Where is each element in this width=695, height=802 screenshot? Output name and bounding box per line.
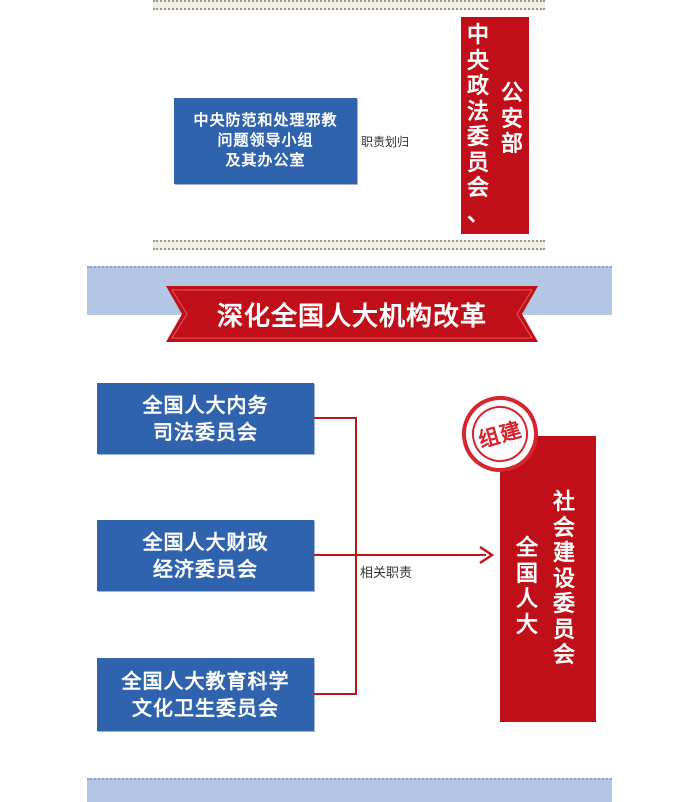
npc-char-2: 国 <box>516 561 539 587</box>
pl-char-2: 央 <box>467 48 490 74</box>
pl-char-8: 、 <box>467 201 490 227</box>
connector-top <box>314 417 356 419</box>
npc-char-3: 人 <box>516 587 539 613</box>
scc-char-2: 会 <box>553 515 576 541</box>
npc-char-4: 大 <box>516 612 539 638</box>
ps-char-2: 安 <box>501 106 524 132</box>
social-construction-committee-box: 全 国 人 大 社 会 建 设 委 员 会 <box>500 436 596 722</box>
npc-char-1: 全 <box>516 536 539 561</box>
top-dashed-band <box>153 0 545 10</box>
political-legal-commission-box: 中 央 政 法 委 员 会 、 公 安 部 <box>461 17 529 234</box>
financial-economic-committee-box: 全国人大财政 经济委员会 <box>97 520 314 591</box>
scc-char-1: 社 <box>553 490 576 515</box>
scc-char-3: 建 <box>553 541 576 567</box>
connector-bottom <box>314 693 356 695</box>
fe-line-2: 经济委员会 <box>153 556 258 581</box>
related-duties-label: 相关职责 <box>360 566 413 581</box>
scc-char-6: 员 <box>553 617 576 643</box>
pl-char-4: 法 <box>467 99 490 125</box>
connector-vertical <box>355 417 357 695</box>
pl-char-5: 委 <box>467 125 490 151</box>
ec-line-1: 全国人大教育科学 <box>121 668 290 693</box>
scc-char-5: 委 <box>553 592 576 618</box>
leading-group-line-3: 及其办公室 <box>225 150 306 169</box>
scc-char-4: 设 <box>553 566 576 592</box>
leading-group-box: 中央防范和处理邪教 问题领导小组 及其办公室 <box>174 98 357 184</box>
bottom-banner-bar <box>87 778 612 802</box>
bottom-dashed-band <box>153 240 545 250</box>
fe-line-1: 全国人大财政 <box>142 529 269 554</box>
arrow-head-icon <box>479 545 495 565</box>
pl-char-1: 中 <box>467 23 490 48</box>
internal-judicial-committee-box: 全国人大内务 司法委员会 <box>97 383 314 454</box>
pl-char-7: 会 <box>467 176 490 202</box>
connector-arrow-shaft <box>356 554 486 556</box>
ps-char-1: 公 <box>501 81 524 106</box>
section-banner-ribbon <box>166 286 538 342</box>
connector-middle <box>314 554 356 556</box>
education-culture-committee-box: 全国人大教育科学 文化卫生委员会 <box>97 658 314 731</box>
ps-char-3: 部 <box>501 132 524 158</box>
ij-line-2: 司法委员会 <box>153 419 258 444</box>
pl-char-6: 员 <box>467 150 490 176</box>
pl-char-3: 政 <box>467 74 490 100</box>
ij-line-1: 全国人大内务 <box>142 392 269 417</box>
leading-group-line-1: 中央防范和处理邪教 <box>193 111 338 130</box>
leading-group-line-2: 问题领导小组 <box>217 131 314 150</box>
scc-char-7: 会 <box>553 643 576 669</box>
ec-line-2: 文化卫生委员会 <box>132 695 279 720</box>
responsibility-transfer-label: 职责划归 <box>361 135 410 149</box>
section-banner-title: 深化全国人大机构改革 <box>216 301 487 332</box>
